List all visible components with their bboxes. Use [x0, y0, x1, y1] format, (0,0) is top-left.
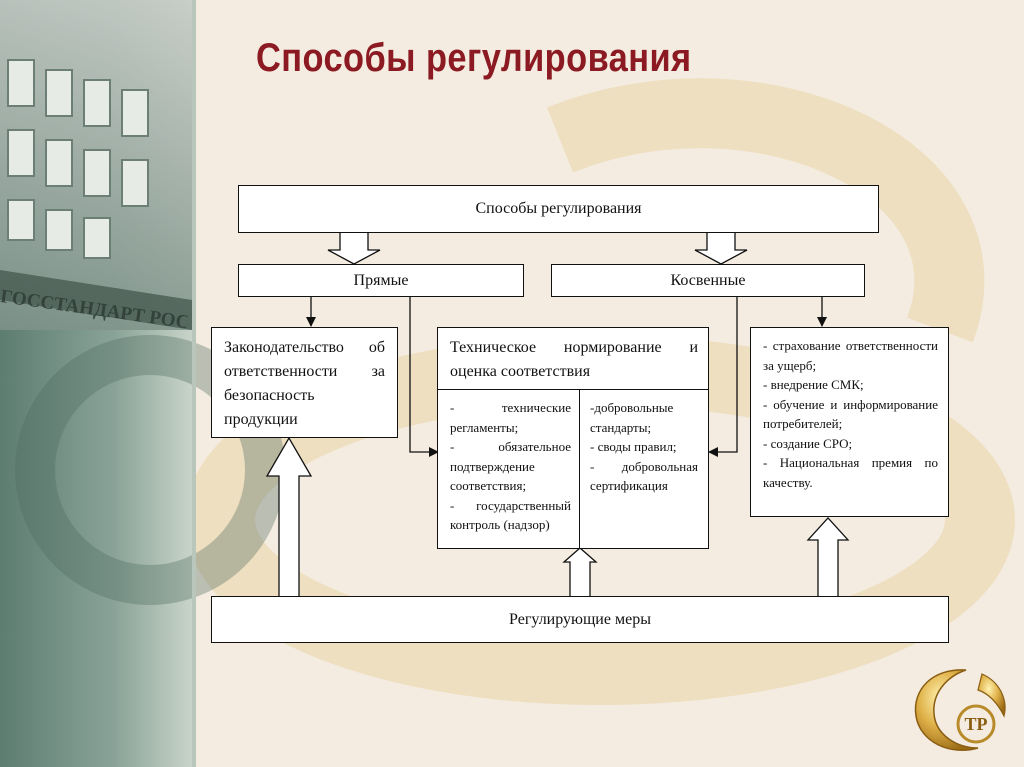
regulating-measures-label: Регулирующие меры: [509, 610, 651, 628]
direct-box: Прямые: [238, 264, 524, 297]
technical-heading-cell: Техническое нормирование и оценка соотве…: [438, 328, 708, 390]
list-item: - страхование ответственности за ущерб;: [763, 338, 938, 373]
list-item: - обязательное подтверждение соответстви…: [450, 439, 571, 493]
indirect-box: Косвенные: [551, 264, 865, 297]
list-item: - своды правил;: [590, 439, 677, 454]
list-item: - создание СРО;: [763, 435, 853, 451]
list-item: - добровольная сертификация: [590, 458, 698, 494]
technical-mandatory-cell: - технические регламенты; - обязательное…: [438, 390, 580, 548]
regulating-measures-box: Регулирующие меры: [211, 596, 949, 643]
list-item: - Национальная премия по качеству.: [763, 455, 938, 490]
ctr-logo-icon: ТР: [914, 669, 1006, 751]
list-item: -добровольные стандарты;: [590, 400, 674, 435]
list-item: - технические регламенты;: [450, 400, 571, 435]
direct-label: Прямые: [353, 271, 409, 289]
legislation-box: Законодательство об ответственности за б…: [211, 327, 398, 438]
legislation-text: Законодательство об ответственности за б…: [224, 339, 385, 428]
root-box: Способы регулирования: [238, 185, 879, 233]
root-label: Способы регулирования: [475, 200, 642, 217]
indirect-label: Косвенные: [670, 271, 746, 289]
technical-voluntary-cell: -добровольные стандарты; - своды правил;…: [580, 390, 708, 548]
list-item: - обучение и информирование потребителей…: [763, 396, 938, 432]
list-item: - внедрение СМК;: [763, 377, 864, 392]
slide-title: Способы регулирования: [256, 36, 692, 80]
technical-heading: Техническое нормирование и оценка соотве…: [450, 339, 698, 380]
technical-box: Техническое нормирование и оценка соотве…: [437, 327, 709, 549]
list-item: - государственный контроль (надзор): [450, 497, 571, 533]
logo-text: ТР: [964, 714, 987, 734]
indirect-measures-box: - страхование ответственности за ущерб; …: [750, 327, 949, 517]
building-windows: [7, 59, 149, 259]
